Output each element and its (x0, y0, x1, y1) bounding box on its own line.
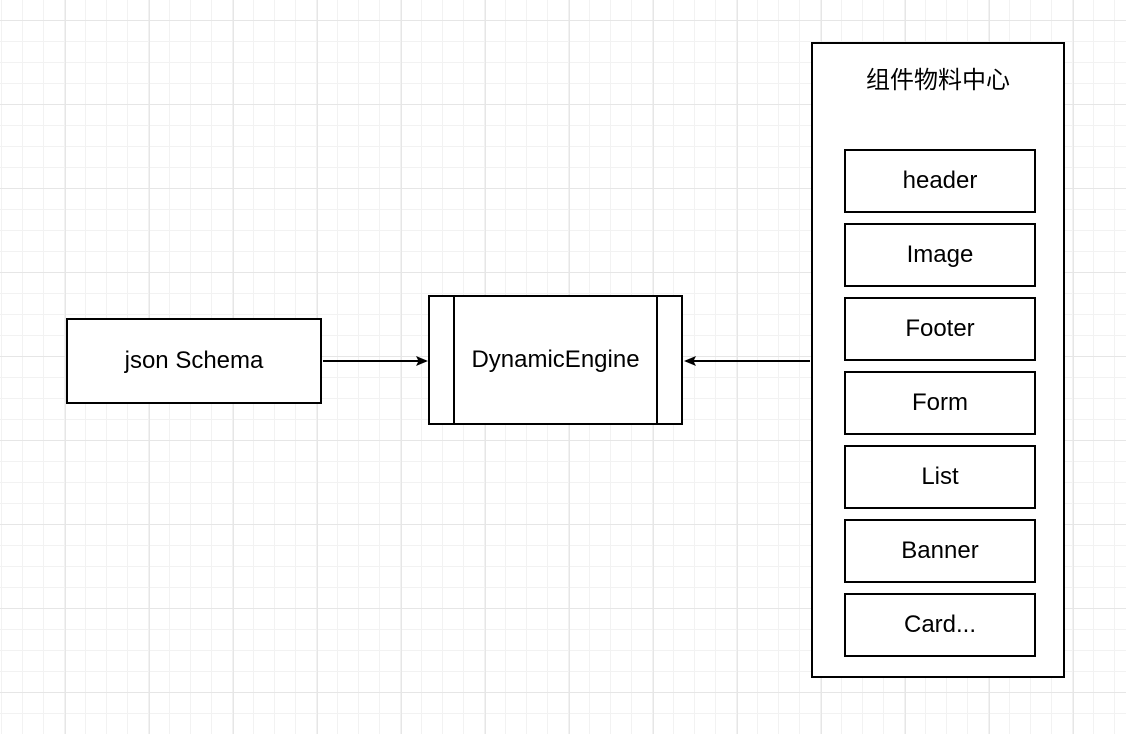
component-item-list: List (844, 445, 1036, 509)
node-material-center: 组件物料中心 header Image Footer Form List Ban… (811, 42, 1065, 678)
component-item-footer: Footer (844, 297, 1036, 361)
process-bar-right (656, 297, 658, 423)
node-dynamic-engine-label: DynamicEngine (471, 345, 640, 373)
material-center-title: 组件物料中心 (866, 67, 1010, 94)
node-json-schema-label: json Schema (124, 346, 264, 374)
node-json-schema: json Schema (66, 318, 322, 404)
process-bar-left (453, 297, 455, 423)
component-item-card: Card... (844, 593, 1036, 657)
node-dynamic-engine: DynamicEngine (428, 295, 683, 425)
component-item-image: Image (844, 223, 1036, 287)
component-item-banner: Banner (844, 519, 1036, 583)
component-item-header: header (844, 149, 1036, 213)
component-list: header Image Footer Form List Banner Car… (844, 149, 1036, 657)
component-item-form: Form (844, 371, 1036, 435)
